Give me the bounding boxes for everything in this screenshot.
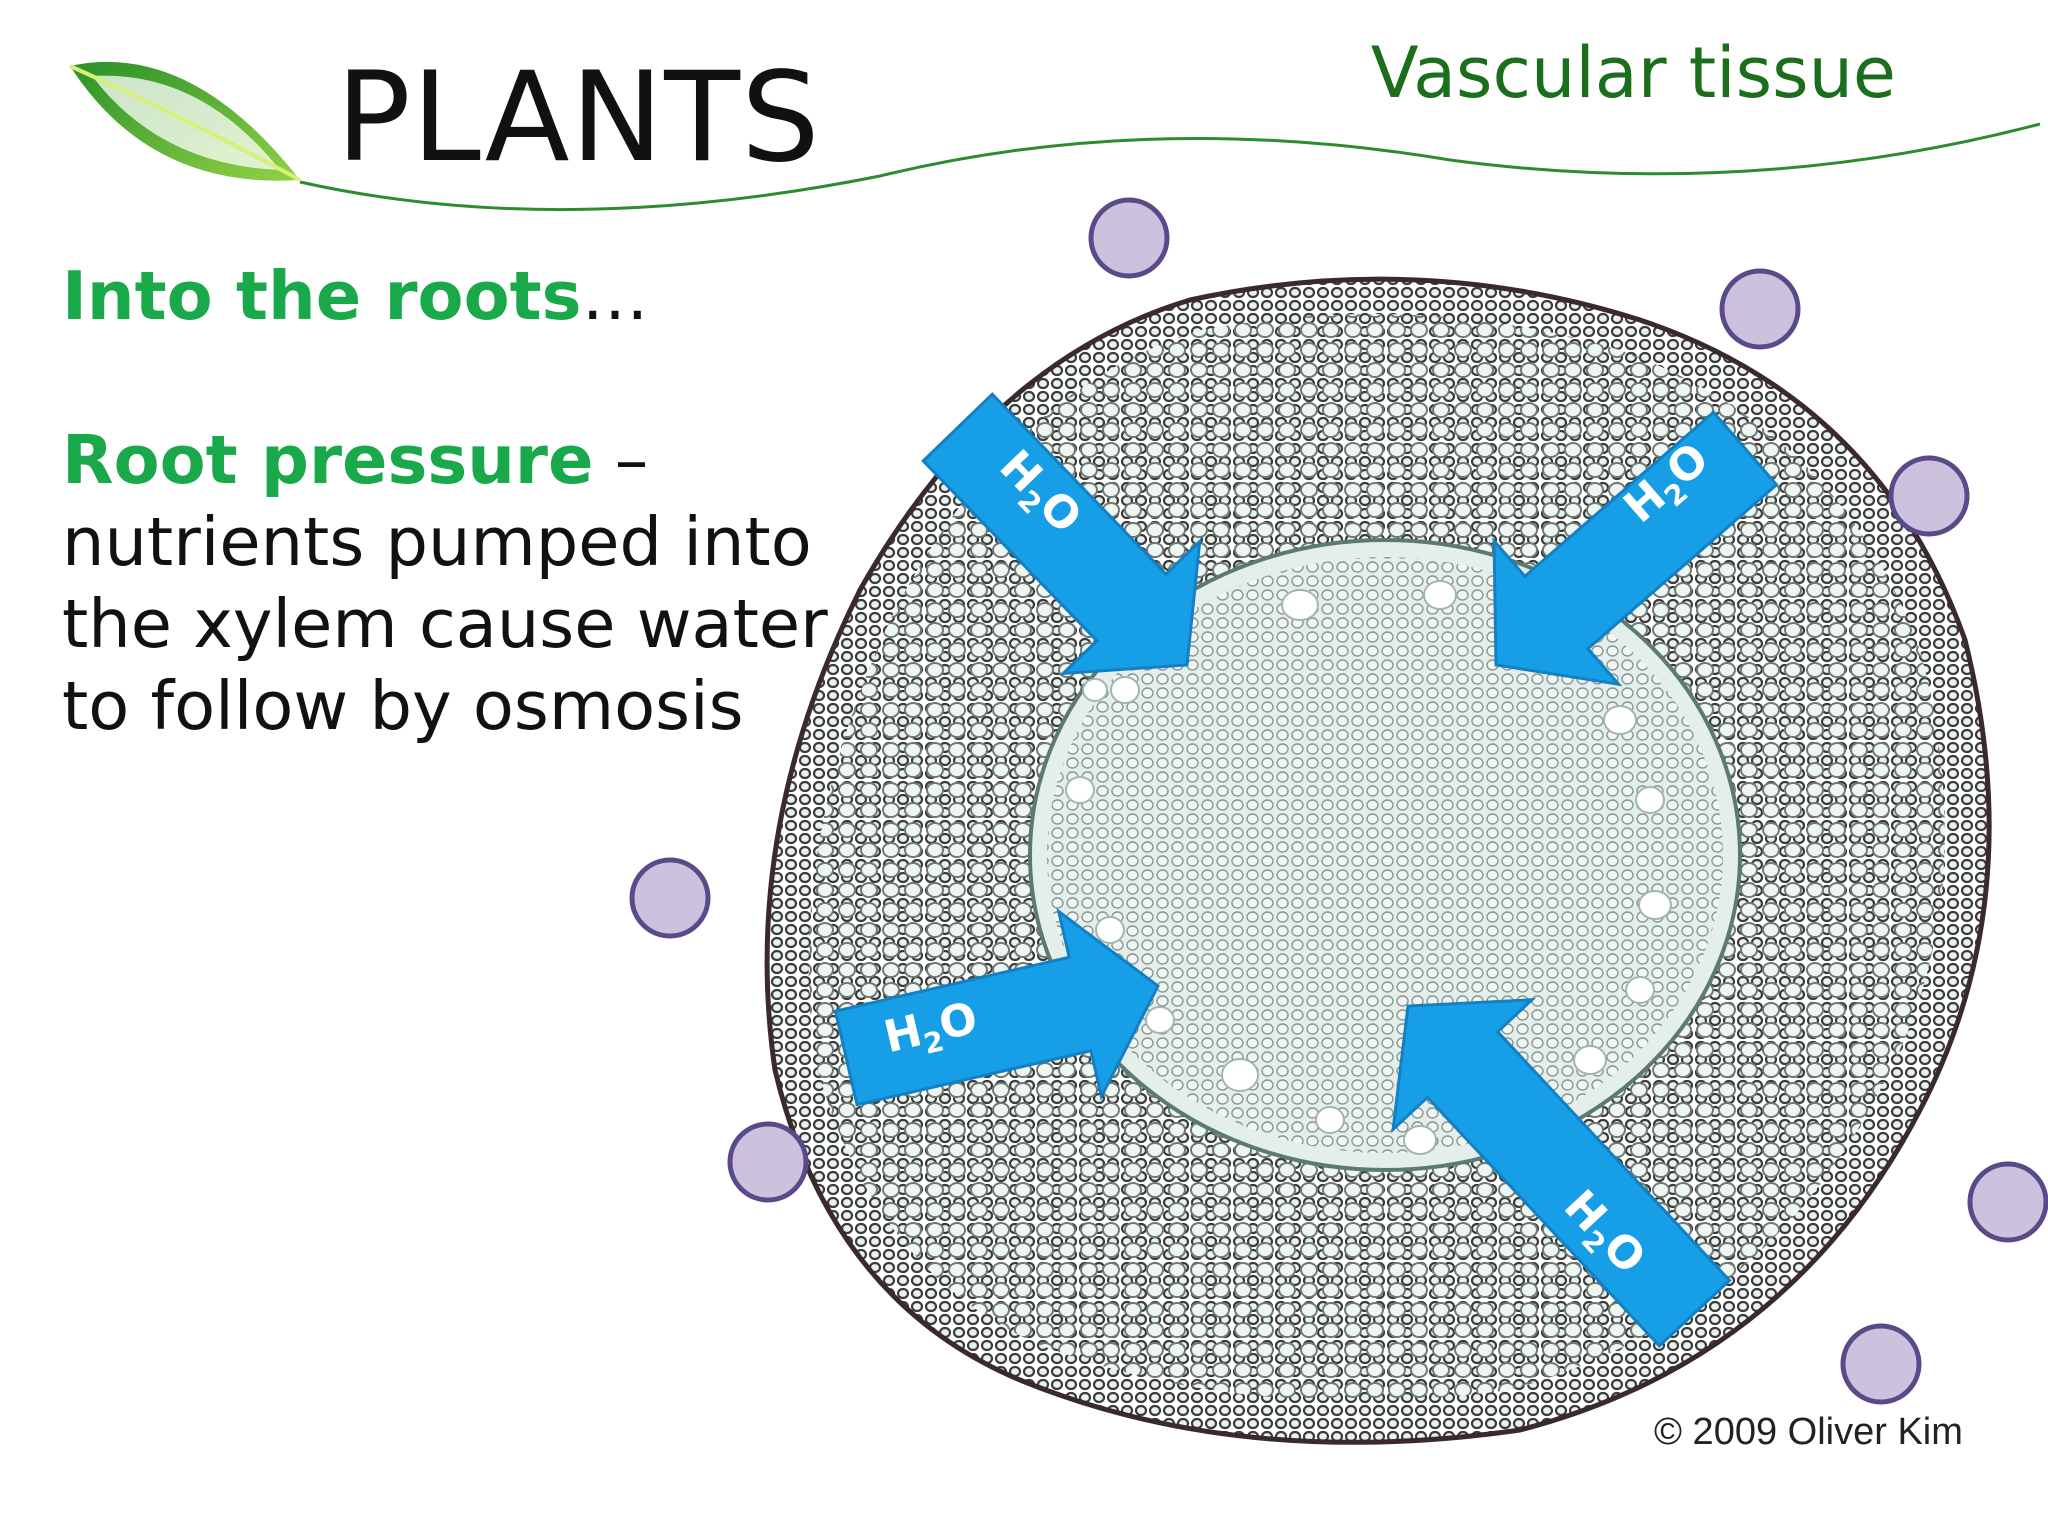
section-title: Vascular tissue	[1370, 32, 1896, 114]
slide-title: PLANTS	[336, 46, 821, 190]
particles	[629, 197, 2048, 1405]
heading-into-the-roots: Into the roots…	[62, 257, 649, 335]
particle	[1719, 268, 1801, 350]
water-arrow-upper-left	[921, 392, 1202, 676]
heading-root-pressure: Root pressure –	[62, 421, 649, 499]
water-arrows	[833, 392, 1779, 1349]
particle	[1088, 197, 1170, 279]
water-arrow-upper-right	[1492, 410, 1779, 687]
water-arrow-lower-right	[1391, 998, 1732, 1349]
header-swoosh-line	[299, 122, 2041, 212]
leaf-logo-icon	[69, 61, 301, 182]
water-arrow-lower-left	[833, 907, 1160, 1107]
particle	[1888, 455, 1970, 537]
particle	[727, 1121, 809, 1203]
particle	[1840, 1323, 1922, 1405]
particle	[1967, 1161, 2048, 1243]
body-line: to follow by osmosis	[62, 667, 744, 745]
body-line: nutrients pumped into	[62, 503, 812, 581]
image-credit: © 2009 Oliver Kim	[1648, 1408, 1969, 1456]
particle	[629, 857, 711, 939]
slide-body-text: Into the roots… Root pressure – nutrient…	[62, 255, 862, 747]
body-line: the xylem cause water	[62, 585, 828, 663]
